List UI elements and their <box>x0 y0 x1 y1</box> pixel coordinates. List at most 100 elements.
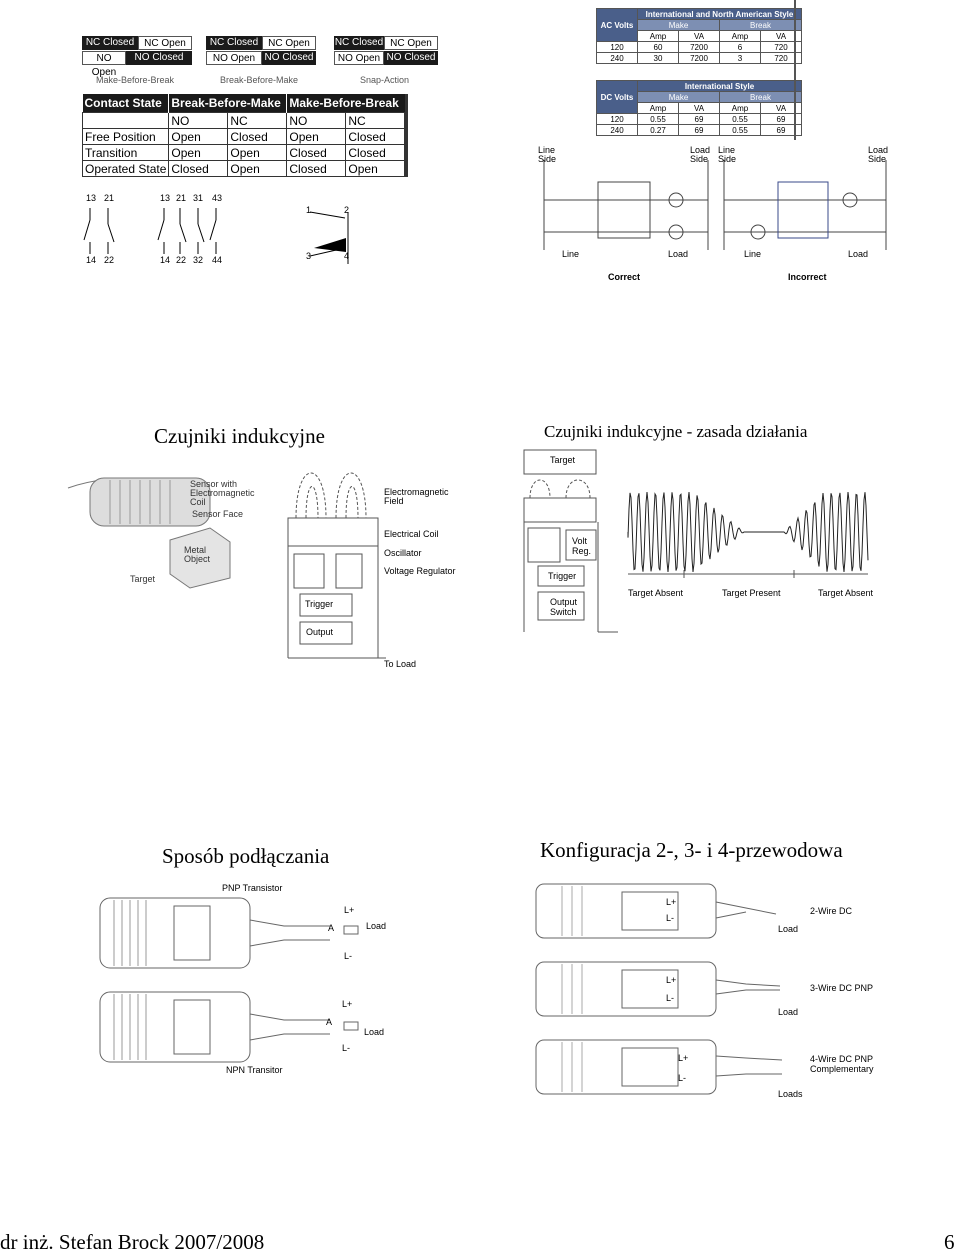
lplus-label: L+ <box>666 975 677 985</box>
slide4-title: Konfiguracja 2-, 3- i 4-przewodowa <box>540 838 843 862</box>
cell: 120 <box>596 41 638 53</box>
line-side-label: Line Side <box>538 145 557 164</box>
target-present-label: Target Present <box>722 588 781 598</box>
no-open-pill: NO Open <box>82 51 126 78</box>
cell: Closed <box>168 160 229 177</box>
target-label: Target <box>130 574 156 584</box>
em-field-label: Electromagnetic Field <box>384 487 449 506</box>
lplus-label: L+ <box>666 897 677 907</box>
terminal-label: 2 <box>344 205 350 215</box>
col-header: Amp <box>719 102 761 114</box>
contact-symbols-diagram <box>83 208 349 264</box>
three-wire-label: 3-Wire DC PNP <box>810 983 874 993</box>
col-header: Amp <box>637 102 679 114</box>
two-wire-label: 2-Wire DC <box>810 906 852 916</box>
cell: Closed <box>286 144 347 161</box>
nc-open-pill: NC Open <box>384 36 438 50</box>
cell: 6 <box>719 41 761 53</box>
contact-state-table: Contact State Break-Before-Make Make-Bef… <box>81 94 409 177</box>
four-wire-label: 4-Wire DC PNP Complementary <box>810 1054 874 1074</box>
cell: 7200 <box>678 41 720 53</box>
divider <box>794 0 796 140</box>
make-header: Make <box>637 91 720 103</box>
cell: Open <box>286 128 347 145</box>
lplus-label: L+ <box>342 999 353 1009</box>
cell: Closed <box>345 128 406 145</box>
nc-closed-pill: NC Closed <box>206 36 262 50</box>
lminus-label: L- <box>666 993 675 1003</box>
th-no: NO <box>286 112 347 129</box>
page-number: 6 <box>944 1230 955 1254</box>
trigger-label: Trigger <box>305 599 334 609</box>
terminal-label: 1 <box>306 205 312 215</box>
cell: 0.55 <box>637 113 679 125</box>
target-absent-label: Target Absent <box>818 588 874 598</box>
oscillator-label: Oscillator <box>384 548 422 558</box>
cell: 3 <box>719 52 761 64</box>
regulator-label: Voltage Regulator <box>384 566 456 576</box>
th-contact-state: Contact State <box>82 94 169 113</box>
to-load-label: To Load <box>384 659 417 669</box>
terminal-label: 13 <box>86 193 97 203</box>
lminus-label: L- <box>666 913 675 923</box>
cell: Closed <box>345 144 406 161</box>
transistor-wiring-diagram <box>99 897 359 1063</box>
lminus-label: L- <box>344 951 353 961</box>
terminal-label: 22 <box>176 255 187 265</box>
cell: 60 <box>637 41 679 53</box>
cell: 69 <box>678 124 720 136</box>
lminus-label: L- <box>678 1073 687 1083</box>
load-label: Load <box>778 1007 799 1017</box>
target-absent-label: Target Absent <box>628 588 684 598</box>
slide2-title: Czujniki indukcyjne - zasada działania <box>544 422 808 441</box>
cell: 69 <box>678 113 720 125</box>
cell: 69 <box>760 124 802 136</box>
no-closed-pill: NO Closed <box>262 51 316 65</box>
cell: Closed <box>227 128 288 145</box>
incorrect-caption: Incorrect <box>788 272 827 282</box>
slide3-title: Sposób podłączania <box>162 844 330 868</box>
table-row: Free Position Open Closed Open Closed <box>81 128 406 145</box>
load-label: Load <box>668 249 689 259</box>
loads-label: Loads <box>778 1089 803 1099</box>
ac-volts-header: AC Volts <box>596 8 638 42</box>
oscillator-block-diagram <box>287 472 386 659</box>
coil-label: Sensor with Electromagnetic Coil <box>190 479 255 507</box>
cell: Free Position <box>81 128 170 145</box>
cell: Open <box>345 160 406 177</box>
metal-object-label: Metal Object <box>184 545 211 564</box>
cell: 240 <box>596 124 638 136</box>
terminal-label: 13 <box>160 193 171 203</box>
th-nc: NC <box>345 112 406 129</box>
cell: Open <box>227 144 288 161</box>
group-caption: Break-Before-Make <box>220 75 299 85</box>
table-row: Operated State Closed Open Closed Open <box>81 160 406 177</box>
load-label: Load <box>364 1027 385 1037</box>
cell: 0.55 <box>719 113 761 125</box>
a-label: A <box>326 1017 333 1027</box>
coil2-label: Electrical Coil <box>384 529 439 539</box>
correct-caption: Correct <box>608 272 641 282</box>
volt-reg-label: Volt Reg. <box>572 536 592 556</box>
make-header: Make <box>637 19 720 31</box>
dc-ratings-table: DC Volts International Style Make Break … <box>596 80 802 136</box>
terminal-label: 44 <box>212 255 223 265</box>
th-nc: NC <box>227 112 288 129</box>
terminal-label: 14 <box>160 255 171 265</box>
break-header: Break <box>719 19 802 31</box>
trigger-label: Trigger <box>548 571 577 581</box>
terminal-label: 31 <box>193 193 204 203</box>
output-label: Output <box>306 627 334 637</box>
break-header: Break <box>719 91 802 103</box>
pnp-label: PNP Transistor <box>222 883 283 893</box>
col-header: Amp <box>637 30 679 42</box>
group-caption: Snap-Action <box>360 75 410 85</box>
cell: 240 <box>596 52 638 64</box>
th-mbb: Make-Before-Break <box>286 94 405 113</box>
target-label: Target <box>550 455 576 465</box>
sensor-block-diagram <box>523 449 618 633</box>
face-label: Sensor Face <box>192 509 244 519</box>
terminal-label: 32 <box>193 255 204 265</box>
